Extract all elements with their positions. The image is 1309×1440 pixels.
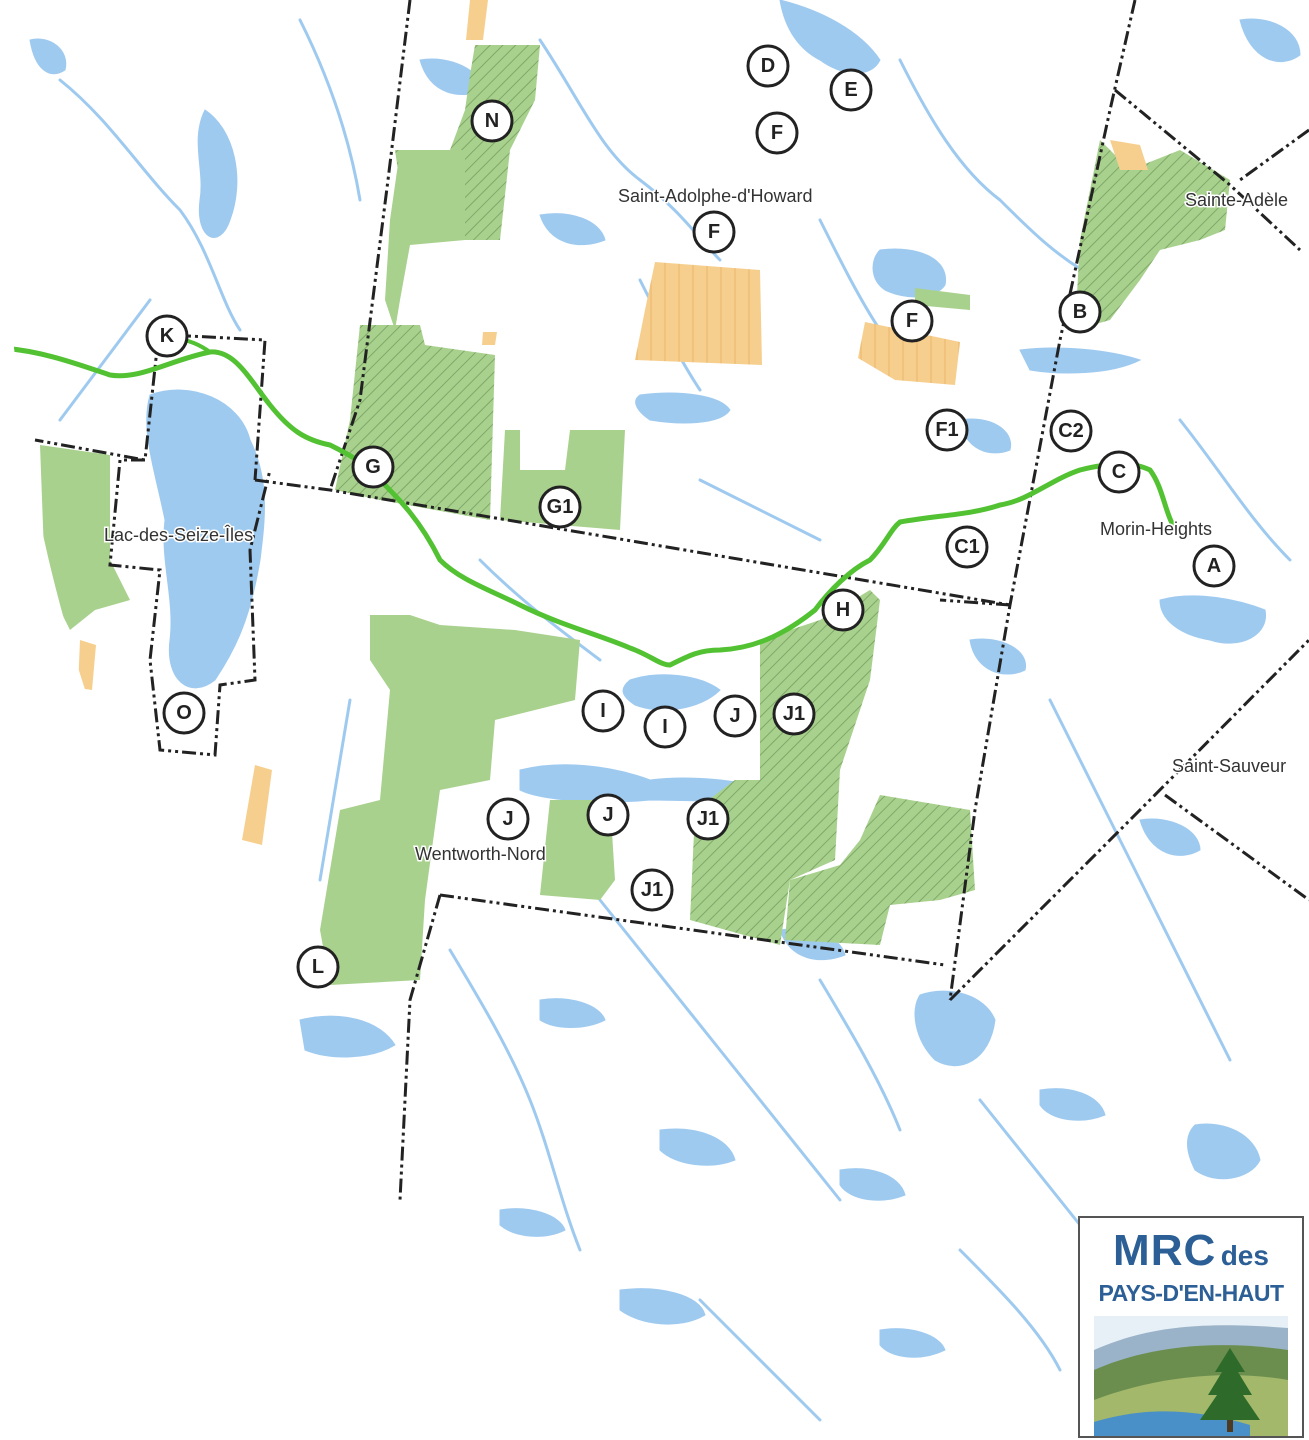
svg-text:L: L bbox=[312, 956, 324, 978]
marker-g[interactable]: G bbox=[351, 445, 395, 489]
marker-d[interactable]: D bbox=[746, 44, 790, 88]
label-wentworth-nord: Wentworth-Nord bbox=[415, 844, 546, 864]
marker-f[interactable]: F bbox=[890, 299, 934, 343]
marker-j1[interactable]: J1 bbox=[686, 797, 730, 841]
marker-i[interactable]: I bbox=[581, 689, 625, 733]
svg-text:G: G bbox=[365, 456, 381, 478]
trail-path bbox=[0, 345, 1183, 668]
svg-text:J: J bbox=[729, 705, 740, 727]
marker-l[interactable]: L bbox=[296, 945, 340, 989]
marker-j1[interactable]: J1 bbox=[772, 692, 816, 736]
mrc-logo: MRC des PAYS-D'EN-HAUT bbox=[1078, 1216, 1304, 1438]
markers: D E F N F F B K F1 C2 G C G1 C1 A H O I … bbox=[145, 44, 1236, 989]
marker-f[interactable]: F bbox=[692, 210, 736, 254]
svg-text:F1: F1 bbox=[935, 419, 958, 441]
svg-text:F: F bbox=[771, 122, 783, 144]
svg-text:C: C bbox=[1112, 461, 1126, 483]
marker-f1[interactable]: F1 bbox=[925, 408, 969, 452]
planned-areas-layer bbox=[78, 0, 1148, 845]
label-sainte-adele: Sainte-Adèle bbox=[1185, 190, 1288, 210]
boundaries-layer bbox=[34, 0, 1309, 1201]
logo-mrc-text: MRC bbox=[1113, 1226, 1217, 1275]
marker-a[interactable]: A bbox=[1192, 544, 1236, 588]
marker-k[interactable]: K bbox=[145, 314, 189, 358]
svg-text:E: E bbox=[844, 79, 857, 101]
svg-text:J1: J1 bbox=[783, 703, 805, 725]
svg-text:B: B bbox=[1073, 301, 1087, 323]
svg-text:F: F bbox=[906, 310, 918, 332]
marker-c2[interactable]: C2 bbox=[1049, 409, 1093, 453]
svg-text:K: K bbox=[160, 325, 175, 347]
svg-text:F: F bbox=[708, 221, 720, 243]
protected-areas-layer bbox=[40, 45, 1230, 985]
svg-text:J1: J1 bbox=[697, 808, 719, 830]
svg-text:J: J bbox=[602, 804, 613, 826]
marker-g1[interactable]: G1 bbox=[538, 485, 582, 529]
marker-h[interactable]: H bbox=[821, 588, 865, 632]
svg-text:A: A bbox=[1207, 555, 1221, 577]
label-saint-adolphe-dhoward: Saint-Adolphe-d'Howard bbox=[618, 186, 813, 206]
svg-text:I: I bbox=[662, 716, 668, 738]
label-lac-des-seize-iles: Lac-des-Seize-Îles bbox=[104, 525, 253, 545]
svg-text:N: N bbox=[485, 110, 499, 132]
marker-f[interactable]: F bbox=[755, 111, 799, 155]
marker-j1[interactable]: J1 bbox=[630, 868, 674, 912]
svg-text:J: J bbox=[502, 808, 513, 830]
logo-landscape-icon bbox=[1094, 1316, 1288, 1436]
marker-c[interactable]: C bbox=[1097, 450, 1141, 494]
marker-c1[interactable]: C1 bbox=[945, 525, 989, 569]
label-saint-sauveur: Saint-Sauveur bbox=[1172, 756, 1286, 776]
svg-text:G1: G1 bbox=[547, 496, 574, 518]
marker-o[interactable]: O bbox=[162, 691, 206, 735]
marker-e[interactable]: E bbox=[829, 68, 873, 112]
svg-text:C2: C2 bbox=[1058, 420, 1084, 442]
marker-j[interactable]: J bbox=[713, 694, 757, 738]
municipality-labels: Saint-Adolphe-d'Howard Sainte-Adèle Lac-… bbox=[103, 185, 1290, 866]
svg-text:C1: C1 bbox=[954, 536, 980, 558]
marker-n[interactable]: N bbox=[470, 99, 514, 143]
marker-j[interactable]: J bbox=[486, 797, 530, 841]
svg-text:H: H bbox=[836, 599, 850, 621]
svg-text:D: D bbox=[761, 55, 775, 77]
svg-text:J1: J1 bbox=[641, 879, 663, 901]
label-morin-heights: Morin-Heights bbox=[1100, 519, 1212, 539]
svg-text:I: I bbox=[600, 700, 606, 722]
svg-text:O: O bbox=[176, 702, 192, 724]
marker-i[interactable]: I bbox=[643, 705, 687, 749]
logo-des-text: des bbox=[1220, 1240, 1269, 1271]
logo-pays-text: PAYS-D'EN-HAUT bbox=[1098, 1280, 1284, 1306]
marker-b[interactable]: B bbox=[1058, 290, 1102, 334]
marker-j[interactable]: J bbox=[586, 793, 630, 837]
